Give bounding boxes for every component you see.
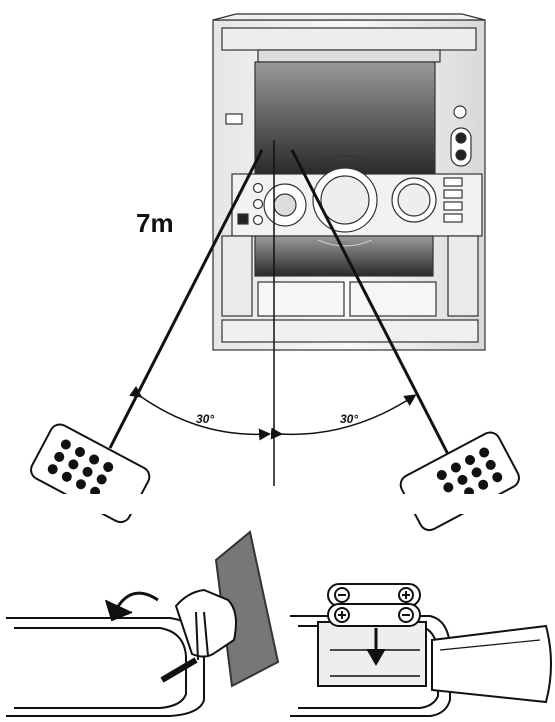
remote-control-icon bbox=[399, 431, 520, 532]
distance-label: 7m bbox=[136, 208, 174, 238]
angle-right-label: 30° bbox=[340, 412, 359, 426]
angle-left-label: 30° bbox=[196, 412, 215, 426]
battery-cover-removal-icon bbox=[6, 530, 280, 717]
stereo-system-icon bbox=[212, 13, 486, 351]
battery-insertion-icon bbox=[290, 583, 552, 717]
